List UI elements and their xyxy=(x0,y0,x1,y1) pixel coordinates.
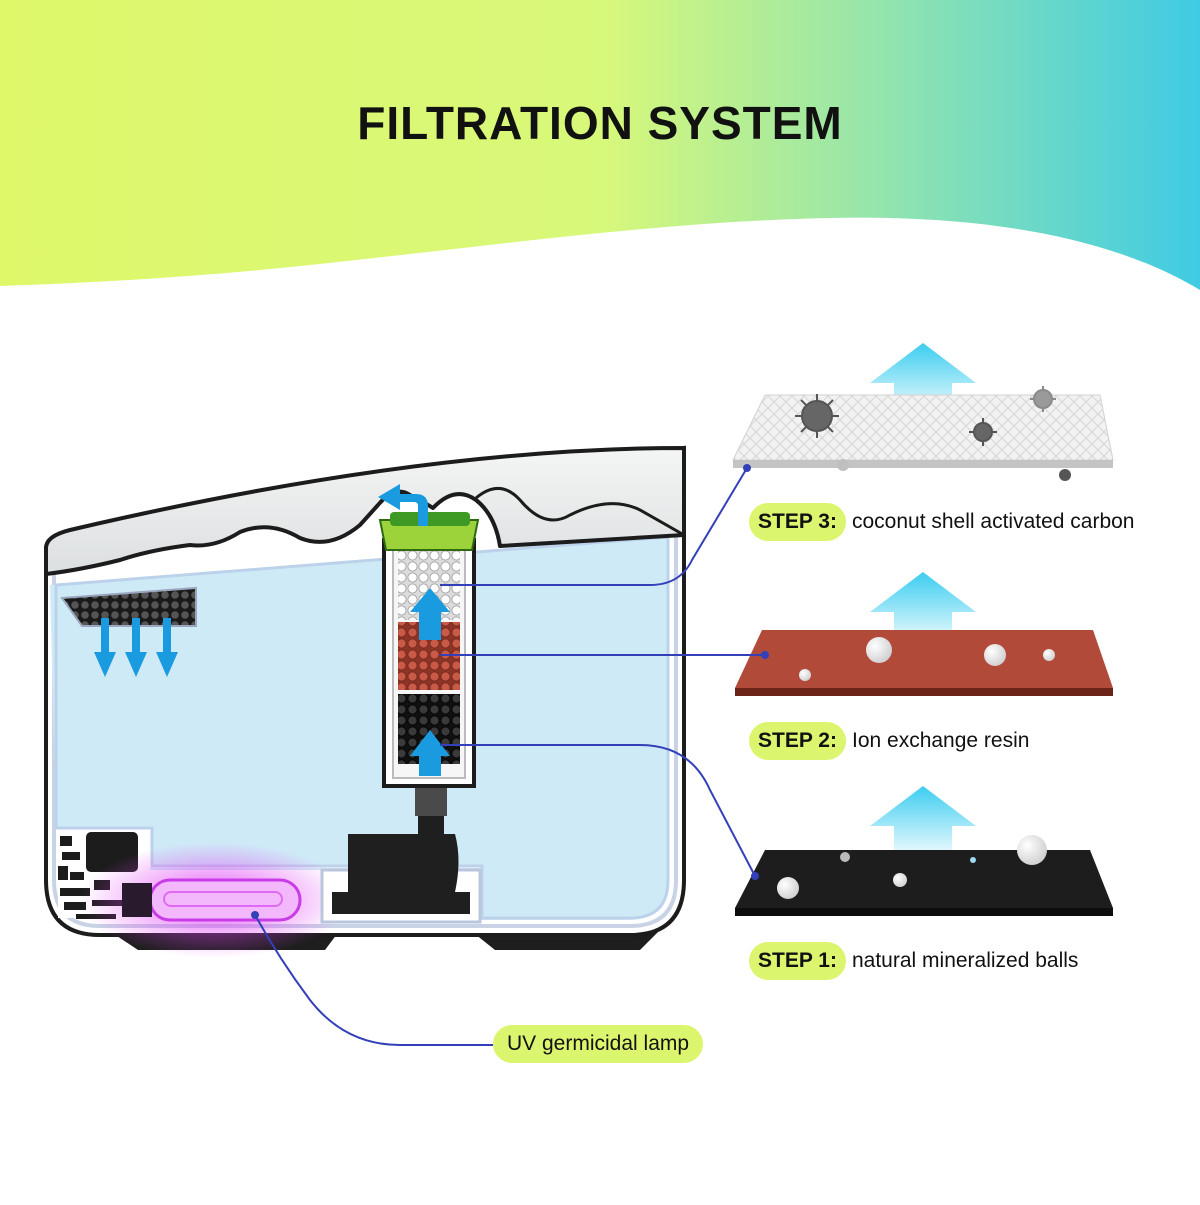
step-3-text: coconut shell activated carbon xyxy=(851,510,1135,533)
fountain-cross-section xyxy=(44,445,686,958)
uv-lamp xyxy=(148,878,302,922)
step-3-tag: STEP 3: xyxy=(749,503,846,541)
step-1-text: natural mineralized balls xyxy=(851,949,1079,972)
step-2-text: Ion exchange resin xyxy=(851,729,1030,752)
step-1-label: STEP 1:natural mineralized balls xyxy=(749,942,1078,980)
panel-activated-carbon xyxy=(732,343,1114,481)
step-1-tag: STEP 1: xyxy=(749,942,846,980)
step-3-label: STEP 3:coconut shell activated carbon xyxy=(749,503,1135,541)
arrow-down-icon xyxy=(94,618,178,677)
water-pump xyxy=(348,834,459,892)
arrow-up-icon xyxy=(410,588,450,776)
virus-icon xyxy=(795,386,1056,446)
connector-lines xyxy=(254,467,765,1046)
top-filter-tray xyxy=(60,586,197,627)
step-2-tag: STEP 2: xyxy=(749,722,846,760)
panel-ion-exchange-resin xyxy=(735,572,1113,696)
uv-lamp-label: UV germicidal lamp xyxy=(493,1025,704,1063)
outlet-arrow-icon xyxy=(378,484,428,526)
page-title: FILTRATION SYSTEM xyxy=(357,97,843,149)
header-banner xyxy=(0,0,1200,290)
panel-mineralized-balls xyxy=(735,786,1113,916)
step-2-label: STEP 2:Ion exchange resin xyxy=(749,722,1029,760)
